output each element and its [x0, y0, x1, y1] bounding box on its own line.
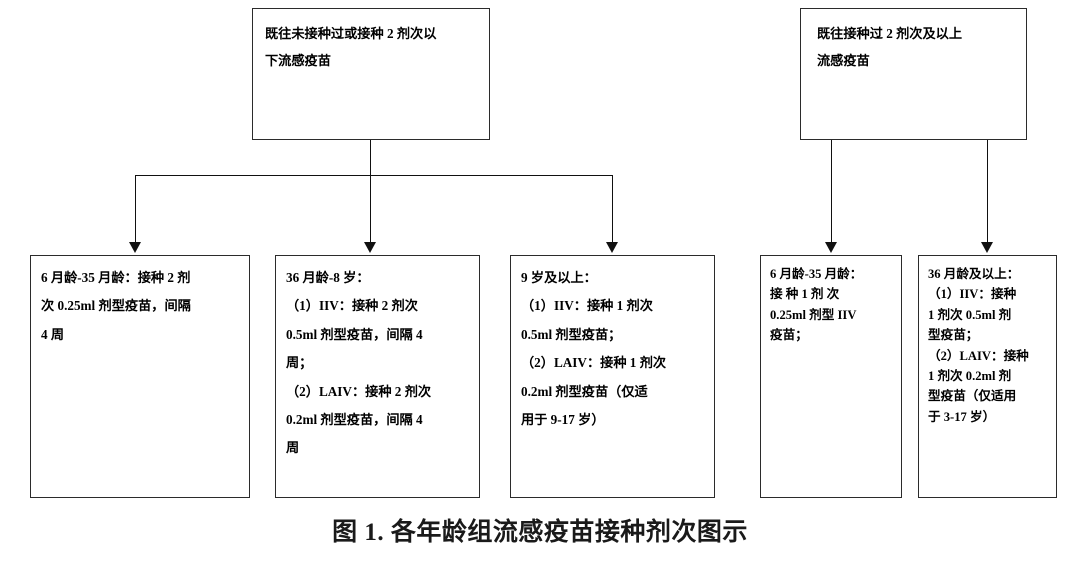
leaf-box-age-36m-and-above-prior: 36 月龄及以上： （1）IIV：接种 1 剂次 0.5ml 剂 型疫苗； （2…: [918, 255, 1057, 498]
root-box-vaccinated-two-or-more-doses: 既往接种过 2 剂次及以上 流感疫苗: [800, 8, 1027, 140]
arrowhead-right-2-icon: [981, 242, 993, 253]
connector-drop-left-1: [135, 175, 136, 243]
leaf-box-age-6m-35m-prior: 6 月龄-35 月龄： 接 种 1 剂 次 0.25ml 剂型 IIV 疫苗；: [760, 255, 902, 498]
connector-bus-left: [135, 175, 613, 176]
arrowhead-left-1-icon: [129, 242, 141, 253]
leaf-box-age-6m-35m: 6 月龄-35 月龄：接种 2 剂 次 0.25ml 剂型疫苗，间隔 4 周: [30, 255, 250, 498]
figure-caption: 图 1. 各年龄组流感疫苗接种剂次图示: [332, 519, 748, 546]
root-box-unvaccinated-or-under-two-doses: 既往未接种过或接种 2 剂次以 下流感疫苗: [252, 8, 490, 140]
root-box-vaccinated-label: 既往接种过 2 剂次及以上 流感疫苗: [817, 26, 963, 69]
leaf-box-age-9y-and-above: 9 岁及以上： （1）IIV：接种 1 剂次 0.5ml 剂型疫苗； （2）LA…: [510, 255, 715, 498]
connector-drop-right-2: [987, 140, 988, 243]
leaf-box-age-36m-and-above-prior-label: 36 月龄及以上： （1）IIV：接种 1 剂次 0.5ml 剂 型疫苗； （2…: [928, 267, 1029, 424]
arrowhead-left-3-icon: [606, 242, 618, 253]
connector-drop-left-2: [370, 175, 371, 243]
root-box-unvaccinated-label: 既往未接种过或接种 2 剂次以 下流感疫苗: [265, 26, 437, 69]
connector-stem-left: [370, 140, 371, 176]
arrowhead-right-1-icon: [825, 242, 837, 253]
connector-drop-right-1: [831, 140, 832, 243]
leaf-box-age-36m-8y: 36 月龄-8 岁： （1）IIV：接种 2 剂次 0.5ml 剂型疫苗，间隔 …: [275, 255, 480, 498]
connector-drop-left-3: [612, 175, 613, 243]
arrowhead-left-2-icon: [364, 242, 376, 253]
leaf-box-age-9y-and-above-label: 9 岁及以上： （1）IIV：接种 1 剂次 0.5ml 剂型疫苗； （2）LA…: [521, 270, 667, 427]
leaf-box-age-6m-35m-prior-label: 6 月龄-35 月龄： 接 种 1 剂 次 0.25ml 剂型 IIV 疫苗；: [770, 267, 863, 343]
leaf-box-age-6m-35m-label: 6 月龄-35 月龄：接种 2 剂 次 0.25ml 剂型疫苗，间隔 4 周: [41, 270, 191, 342]
leaf-box-age-36m-8y-label: 36 月龄-8 岁： （1）IIV：接种 2 剂次 0.5ml 剂型疫苗，间隔 …: [286, 270, 432, 456]
